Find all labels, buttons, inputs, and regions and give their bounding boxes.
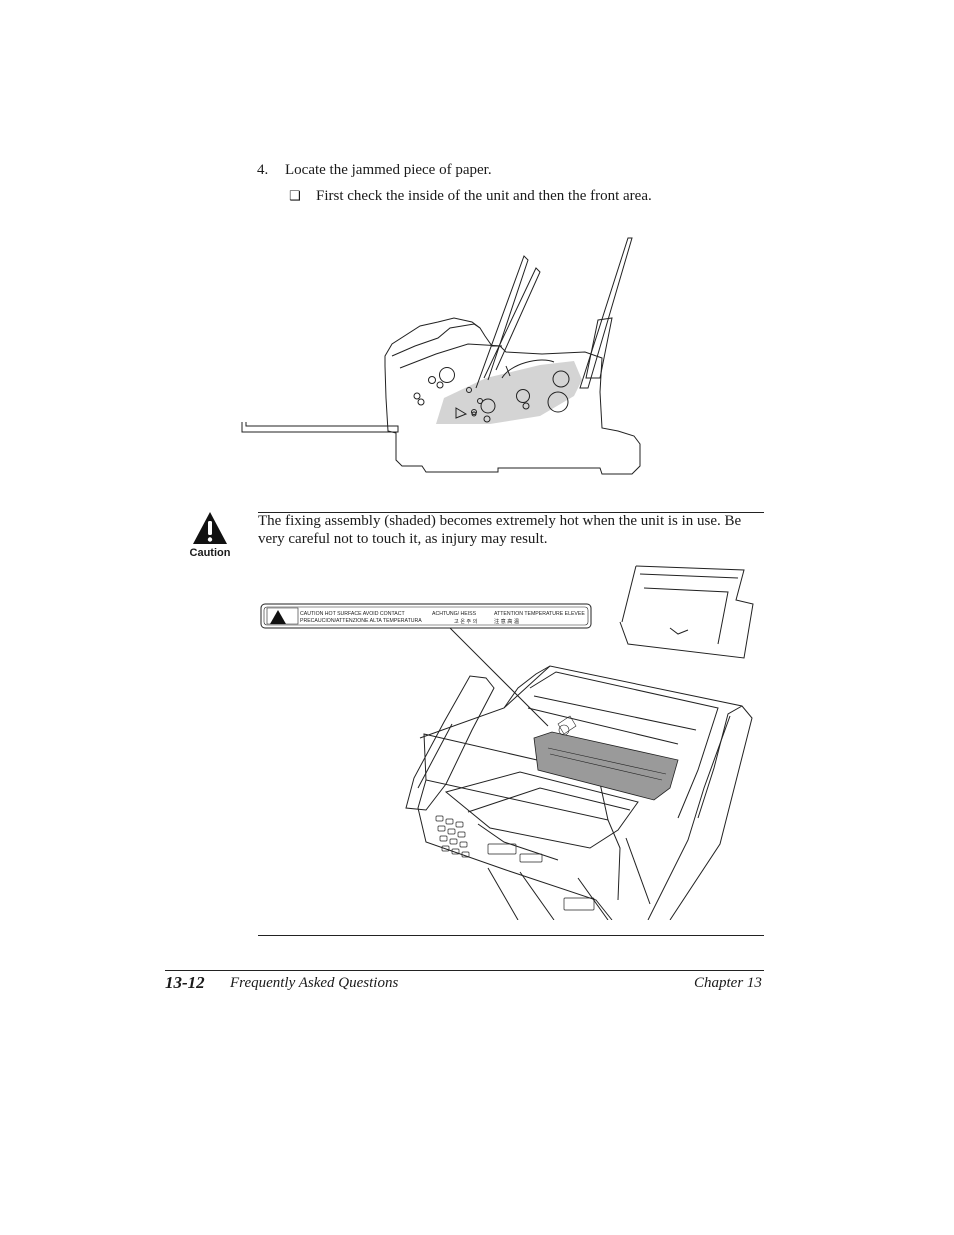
caution-label: Caution	[189, 547, 231, 559]
warning-label-french: ATTENTION TEMPERATURE ELEVEE	[494, 611, 585, 617]
hot-surface-warning-label: CAUTION HOT SURFACE AVOID CONTACT PRECAU…	[260, 603, 592, 629]
chapter-label: Chapter 13	[694, 975, 762, 991]
caution-top-rule	[258, 512, 764, 513]
page-number: 13-12	[165, 973, 205, 992]
fixing-assembly-shaded-area	[533, 731, 679, 801]
checklist-item-text: First check the inside of the unit and t…	[316, 188, 652, 204]
checkbox-bullet-icon: ❑	[289, 189, 301, 204]
caution-icon-block: Caution	[188, 510, 232, 564]
printer-side-section-figure	[241, 237, 641, 475]
section-title: Frequently Asked Questions	[230, 975, 399, 991]
step-text: Locate the jammed piece of paper.	[285, 162, 492, 178]
printer-open-view-figure: CAUTION HOT SURFACE AVOID CONTACT PRECAU…	[260, 565, 754, 920]
footer-rule	[165, 970, 764, 971]
fixing-assembly-shaded-area	[436, 361, 582, 424]
keypad	[435, 815, 595, 911]
warning-label-spanish-italian: PRECAUCION/ATTENZIONE ALTA TEMPERATURA	[300, 618, 422, 624]
step-4: 4. Locate the jammed piece of paper.	[257, 162, 492, 179]
caution-text: The fixing assembly (shaded) becomes ext…	[258, 513, 742, 547]
warning-label-english: CAUTION HOT SURFACE AVOID CONTACT	[300, 611, 405, 617]
caution-triangle-icon	[193, 512, 227, 544]
warning-label-german: ACHTUNG/ HEISS	[432, 611, 477, 617]
checklist-item: ❑ First check the inside of the unit and …	[289, 188, 652, 205]
warning-label-korean: 고 온 주 의	[454, 618, 478, 625]
caution-bottom-rule	[258, 935, 764, 936]
warning-label-chinese: 注 意 高 温	[494, 617, 519, 625]
step-number: 4.	[257, 162, 269, 178]
